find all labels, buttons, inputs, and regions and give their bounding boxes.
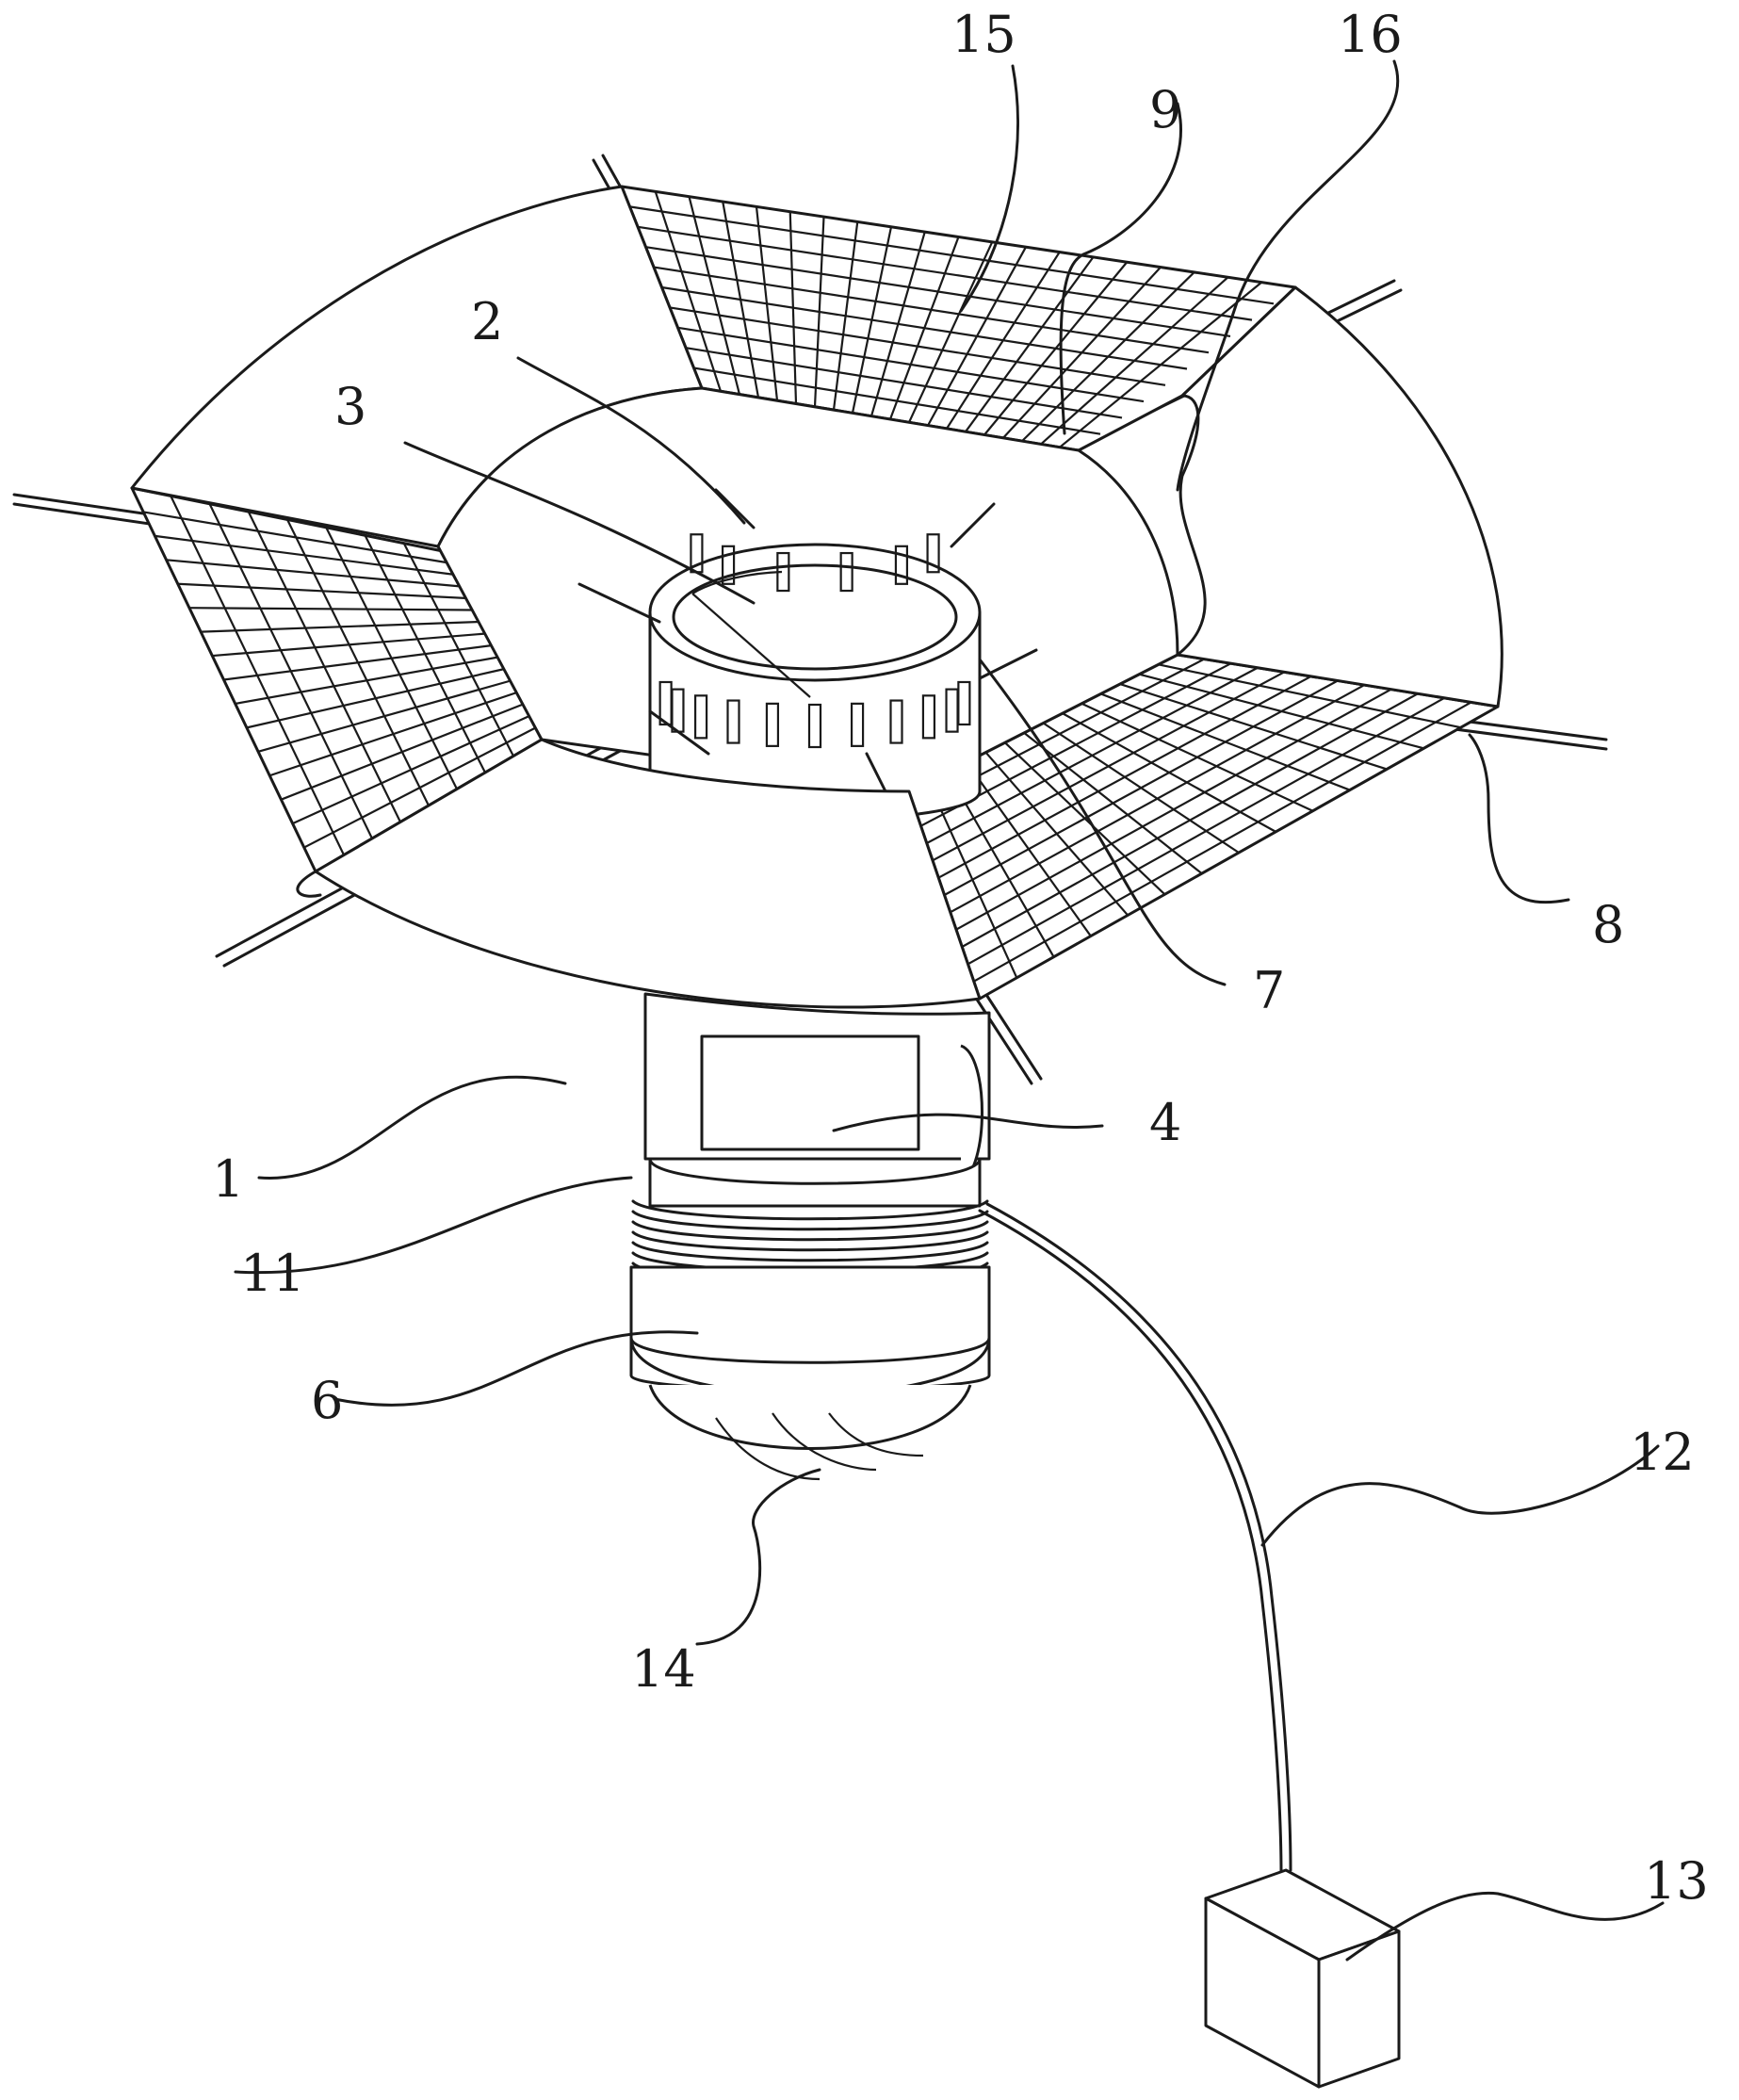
label-6: 6 [311,1371,343,1430]
window-panel [700,1034,920,1151]
label-9: 9 [1149,80,1181,139]
rod-front-right [968,987,1033,1085]
label-8: 8 [1592,895,1624,954]
label-13: 13 [1644,1851,1709,1911]
label-2: 2 [471,292,503,351]
label-4: 4 [1149,1093,1181,1152]
struts [577,488,1038,812]
label-12: 12 [1630,1423,1695,1482]
impeller [715,1412,924,1481]
label-11: 11 [240,1244,305,1303]
label-3: 3 [334,377,366,436]
front-skirt-panel [314,738,982,1009]
control-box [1204,1868,1401,2089]
label-16: 15 [951,5,1016,64]
body-housing [629,992,991,1481]
mesh-net-left [130,486,544,873]
label-15: 16 [1338,5,1403,64]
mesh-net-back [620,185,1297,452]
leader-lines [234,59,1665,1962]
cable [978,1202,1292,1877]
feed-tube [648,533,982,822]
label-14: 14 [631,1639,696,1699]
label-1: 1 [212,1149,244,1209]
label-7: 7 [1253,961,1285,1020]
reference-labels: 15 16 9 2 3 7 8 1 4 11 6 12 14 13 [212,5,1709,1911]
top-panel-right [1176,285,1503,708]
